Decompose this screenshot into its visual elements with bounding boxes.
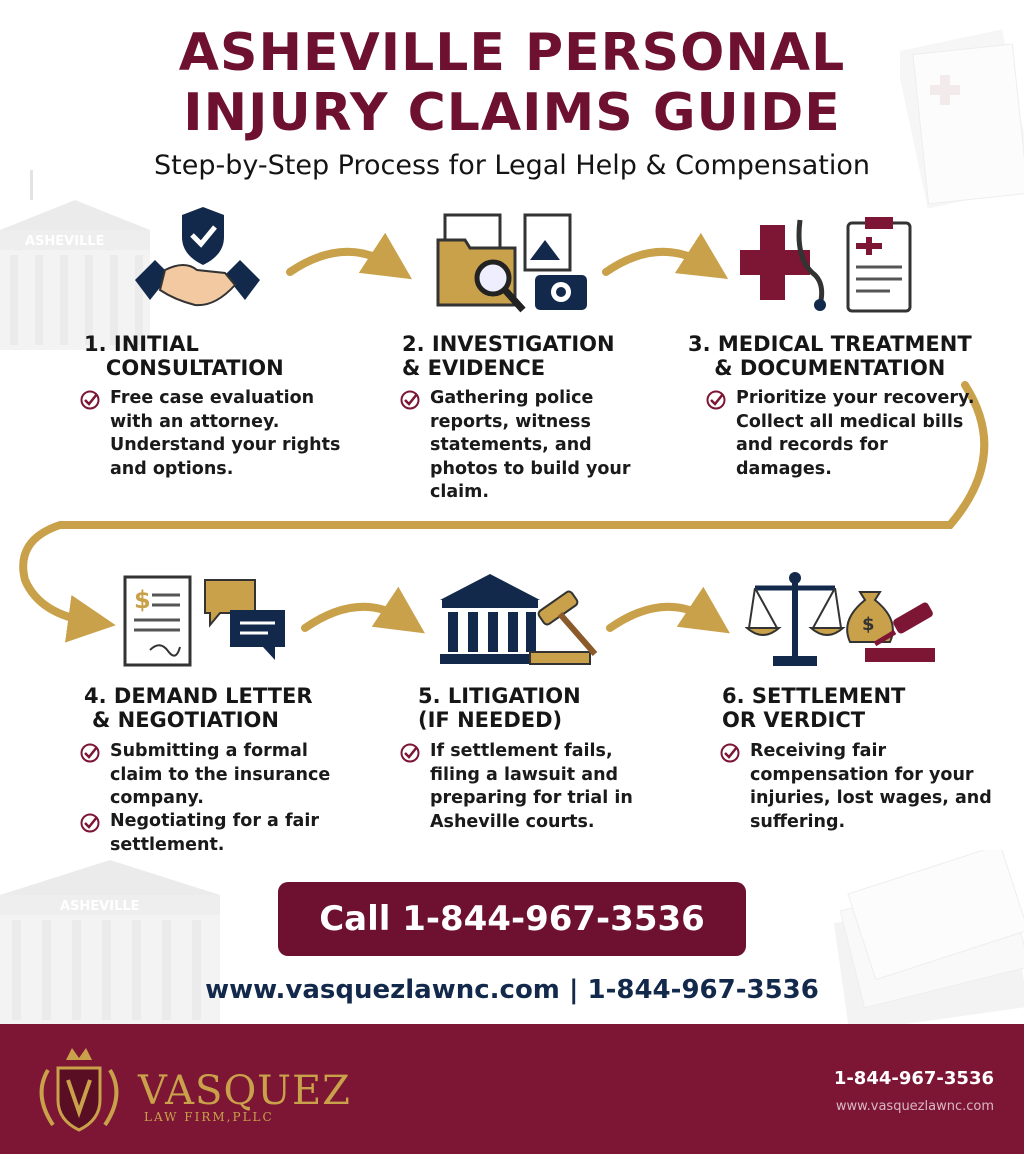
arrow-1-to-2 (286, 232, 413, 280)
check-circle-icon (80, 813, 100, 833)
check-circle-icon (706, 390, 726, 410)
firm-name: VASQUEZ (138, 1068, 351, 1114)
medical-cross-clipboard-icon (740, 217, 912, 313)
step-5-bullet-text: If settlement fails, filing a lawsuit an… (430, 741, 633, 832)
step-3-title: 3. MEDICAL TREATMENT & DOCUMENTATION (688, 332, 972, 380)
firm-crest-logo (39, 1048, 119, 1132)
step-4-title: 4. DEMAND LETTER & NEGOTIATION (84, 684, 313, 732)
handshake-shield-icon (135, 207, 260, 307)
step-2-title: 2. INVESTIGATION & EVIDENCE (402, 332, 615, 380)
firm-subtitle: LAW FIRM,PLLC (144, 1110, 274, 1124)
arrow-4-to-5 (301, 586, 425, 634)
building-label-bottom: ASHEVILLE (60, 899, 140, 914)
step-4-title-line1: 4. DEMAND LETTER (84, 684, 313, 708)
demand-letter-chat-icon: $ (123, 575, 285, 667)
step-4-bullet-2: Negotiating for a fair settlement. (80, 810, 319, 857)
step-3-title-line2: & DOCUMENTATION (714, 356, 946, 380)
step-6-title-line2: OR VERDICT (722, 708, 866, 732)
step-4-bullet-1: Submitting a formal claim to the insuran… (80, 740, 330, 811)
step-3-title-line1: 3. MEDICAL TREATMENT (688, 332, 972, 356)
page-title-line2: INJURY CLAIMS GUIDE (183, 83, 841, 143)
step-2-title-line1: 2. INVESTIGATION (402, 332, 615, 356)
step-3-bullet: Prioritize your recovery. Collect all me… (706, 387, 974, 481)
check-circle-icon (720, 743, 740, 763)
paper-stack-background-bottom (833, 850, 1024, 1024)
courthouse-background-top: ASHEVILLE (0, 170, 150, 350)
scales-money-gavel-icon: $ (745, 572, 935, 666)
step-5-title-line1: 5. LITIGATION (418, 684, 581, 708)
courthouse-gavel-icon (440, 574, 598, 665)
step-1-title-line2: CONSULTATION (84, 356, 284, 380)
arrow-3-to-4 (19, 381, 989, 643)
call-button[interactable]: Call 1-844-967-3536 (278, 882, 746, 956)
contact-line[interactable]: www.vasquezlawnc.com | 1-844-967-3536 (205, 975, 819, 1005)
step-6-title-line1: 6. SETTLEMENT (722, 684, 906, 708)
step-4-bullet-2-text: Negotiating for a fair settlement. (110, 811, 319, 855)
courthouse-background-bottom: ASHEVILLE (0, 860, 220, 1025)
building-label-top: ASHEVILLE (25, 234, 105, 249)
step-1-title: 1. INITIAL CONSULTATION (84, 332, 284, 380)
step-4-title-line2: & NEGOTIATION (92, 708, 279, 732)
evidence-folder-camera-icon (436, 213, 587, 313)
footer-url[interactable]: www.vasquezlawnc.com (835, 1099, 994, 1114)
step-1-bullet-text: Free case evaluation with an attorney. U… (110, 388, 341, 479)
arrow-5-to-6 (606, 586, 730, 634)
check-circle-icon (80, 743, 100, 763)
step-6-bullet: Receiving fair compensation for your inj… (720, 740, 992, 834)
svg-text:$: $ (862, 614, 875, 635)
svg-text:$: $ (134, 586, 151, 614)
step-5-bullet: If settlement fails, filing a lawsuit an… (400, 740, 633, 834)
step-2-bullet: Gathering police reports, witness statem… (400, 387, 631, 505)
step-1-bullet: Free case evaluation with an attorney. U… (80, 387, 340, 481)
arrow-2-to-3 (602, 232, 729, 280)
step-5-title: 5. LITIGATION (IF NEEDED) (418, 684, 581, 732)
paper-stack-background-top (900, 29, 1024, 209)
check-circle-icon (400, 390, 420, 410)
step-2-bullet-text: Gathering police reports, witness statem… (430, 388, 631, 502)
step-5-title-line2: (IF NEEDED) (418, 708, 563, 732)
step-2-title-line2: & EVIDENCE (402, 356, 546, 380)
step-3-bullet-text: Prioritize your recovery. Collect all me… (736, 388, 975, 479)
step-1-title-line1: 1. INITIAL (84, 332, 199, 356)
step-6-title: 6. SETTLEMENT OR VERDICT (722, 684, 905, 732)
footer-phone[interactable]: 1-844-967-3536 (833, 1068, 994, 1089)
page-title-line1: ASHEVILLE PERSONAL (178, 23, 846, 83)
page-subtitle: Step-by-Step Process for Legal Help & Co… (154, 150, 870, 181)
footer-bar (0, 1024, 1024, 1154)
step-6-bullet-text: Receiving fair compensation for your inj… (750, 741, 992, 832)
check-circle-icon (80, 390, 100, 410)
step-4-bullet-1-text: Submitting a formal claim to the insuran… (110, 741, 331, 808)
check-circle-icon (400, 743, 420, 763)
